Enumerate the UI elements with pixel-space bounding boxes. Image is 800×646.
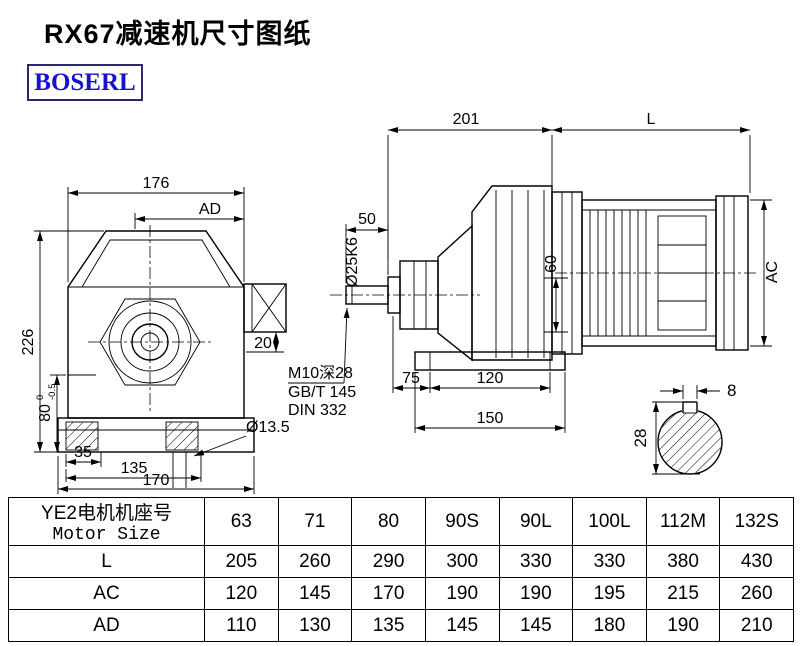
hole-diameter-label: Ø13.5 — [246, 419, 290, 436]
table-row-L: L 205 260 290 300 330 330 380 430 — [8, 545, 794, 578]
table-cell: 145 — [424, 609, 500, 642]
table-cell: 110 — [204, 609, 279, 642]
header-cn: YE2电机机座号 — [41, 503, 172, 524]
table-cell: 120 — [204, 577, 279, 610]
shaft-section-view: 8 28 — [631, 381, 736, 475]
table-cell: 260 — [277, 545, 353, 578]
size-column-header: 132S — [719, 497, 794, 546]
thread-spec-label: M10深28 — [288, 364, 353, 382]
dim-AC-label: AC — [764, 261, 781, 283]
dim-80-tol-upper: 0 — [35, 395, 46, 400]
table-cell: 300 — [424, 545, 500, 578]
table-cell: 330 — [572, 545, 647, 578]
size-column-header: 112M — [645, 497, 721, 546]
dim-150-label: 150 — [477, 410, 504, 427]
dim-60-label: 60 — [543, 255, 560, 273]
fan-cover — [715, 195, 749, 351]
table-cell: 205 — [204, 545, 279, 578]
table-cell: 190 — [498, 577, 574, 610]
shaft-section-circle — [657, 409, 723, 475]
motor-size-table: YE2电机机座号 Motor Size 63 71 80 90S 90L 100… — [8, 497, 794, 642]
dim-80-label: 80 0 -0.5 — [35, 384, 58, 422]
gearbox-side-outline — [471, 185, 553, 361]
size-column-header: 90L — [498, 497, 574, 546]
table-cell: 130 — [277, 609, 353, 642]
size-column-header: 100L — [572, 497, 647, 546]
row-label: AD — [8, 609, 205, 642]
size-column-header: 63 — [204, 497, 279, 546]
table-cell: 145 — [498, 609, 574, 642]
dim-170-label: 170 — [143, 472, 170, 489]
side-view: 201 L 50 Ø25K6 60 AC M10深28 GB/T 145 DIN… — [288, 111, 781, 433]
dim-key-width-label: 8 — [727, 381, 736, 400]
thread-standard-gb-label: GB/T 145 — [288, 384, 356, 401]
dim-35-label: 35 — [74, 444, 92, 461]
dim-80-tol-lower: -0.5 — [47, 384, 58, 400]
size-column-header: 90S — [424, 497, 500, 546]
svg-text:80: 80 — [37, 404, 54, 422]
table-cell: 135 — [351, 609, 426, 642]
technical-drawing: 176 AD 226 80 0 -0.5 35 135 170 — [20, 111, 781, 494]
row-label: AC — [8, 577, 205, 610]
table-cell: 260 — [719, 577, 794, 610]
table-cell: 145 — [277, 577, 353, 610]
shaft-diameter-label: Ø25K6 — [344, 237, 361, 287]
table-cell: 330 — [498, 545, 574, 578]
table-cell: 430 — [719, 545, 794, 578]
page-title: RX67减速机尺寸图纸 — [44, 19, 312, 49]
motor-size-header-cell: YE2电机机座号 Motor Size — [8, 497, 205, 546]
dim-L-label: L — [647, 111, 656, 128]
dim-ad-label: AD — [199, 201, 221, 218]
dim-50-label: 50 — [358, 211, 376, 228]
table-cell: 215 — [645, 577, 721, 610]
output-flange-box — [243, 283, 287, 333]
table-cell: 190 — [645, 609, 721, 642]
boserl-logo: BOSERL — [27, 64, 143, 101]
dim-20-label: 20 — [254, 335, 272, 352]
dim-201-label: 201 — [453, 111, 480, 128]
table-cell: 180 — [572, 609, 647, 642]
table-cell: 195 — [572, 577, 647, 610]
table-cell: 380 — [645, 545, 721, 578]
table-header-row: YE2电机机座号 Motor Size 63 71 80 90S 90L 100… — [8, 497, 794, 546]
dim-176-label: 176 — [143, 175, 170, 192]
dim-75-label: 75 — [402, 370, 420, 387]
size-column-header: 71 — [277, 497, 353, 546]
dim-28-label: 28 — [631, 429, 650, 448]
dim-135-label: 135 — [121, 460, 148, 477]
front-view: 176 AD 226 80 0 -0.5 35 135 170 — [20, 175, 290, 494]
gearbox-base — [414, 351, 566, 371]
header-en: Motor Size — [52, 525, 161, 545]
dim-226-label: 226 — [20, 329, 37, 356]
thread-standard-din-label: DIN 332 — [288, 402, 347, 419]
size-column-header: 80 — [351, 497, 426, 546]
table-cell: 190 — [424, 577, 500, 610]
table-row-AD: AD 110 130 135 145 145 180 190 210 — [8, 609, 794, 642]
table-row-AC: AC 120 145 170 190 190 195 215 260 — [8, 577, 794, 610]
table-cell: 290 — [351, 545, 426, 578]
table-cell: 170 — [351, 577, 426, 610]
dim-120-label: 120 — [477, 370, 504, 387]
row-label: L — [8, 545, 205, 578]
table-cell: 210 — [719, 609, 794, 642]
